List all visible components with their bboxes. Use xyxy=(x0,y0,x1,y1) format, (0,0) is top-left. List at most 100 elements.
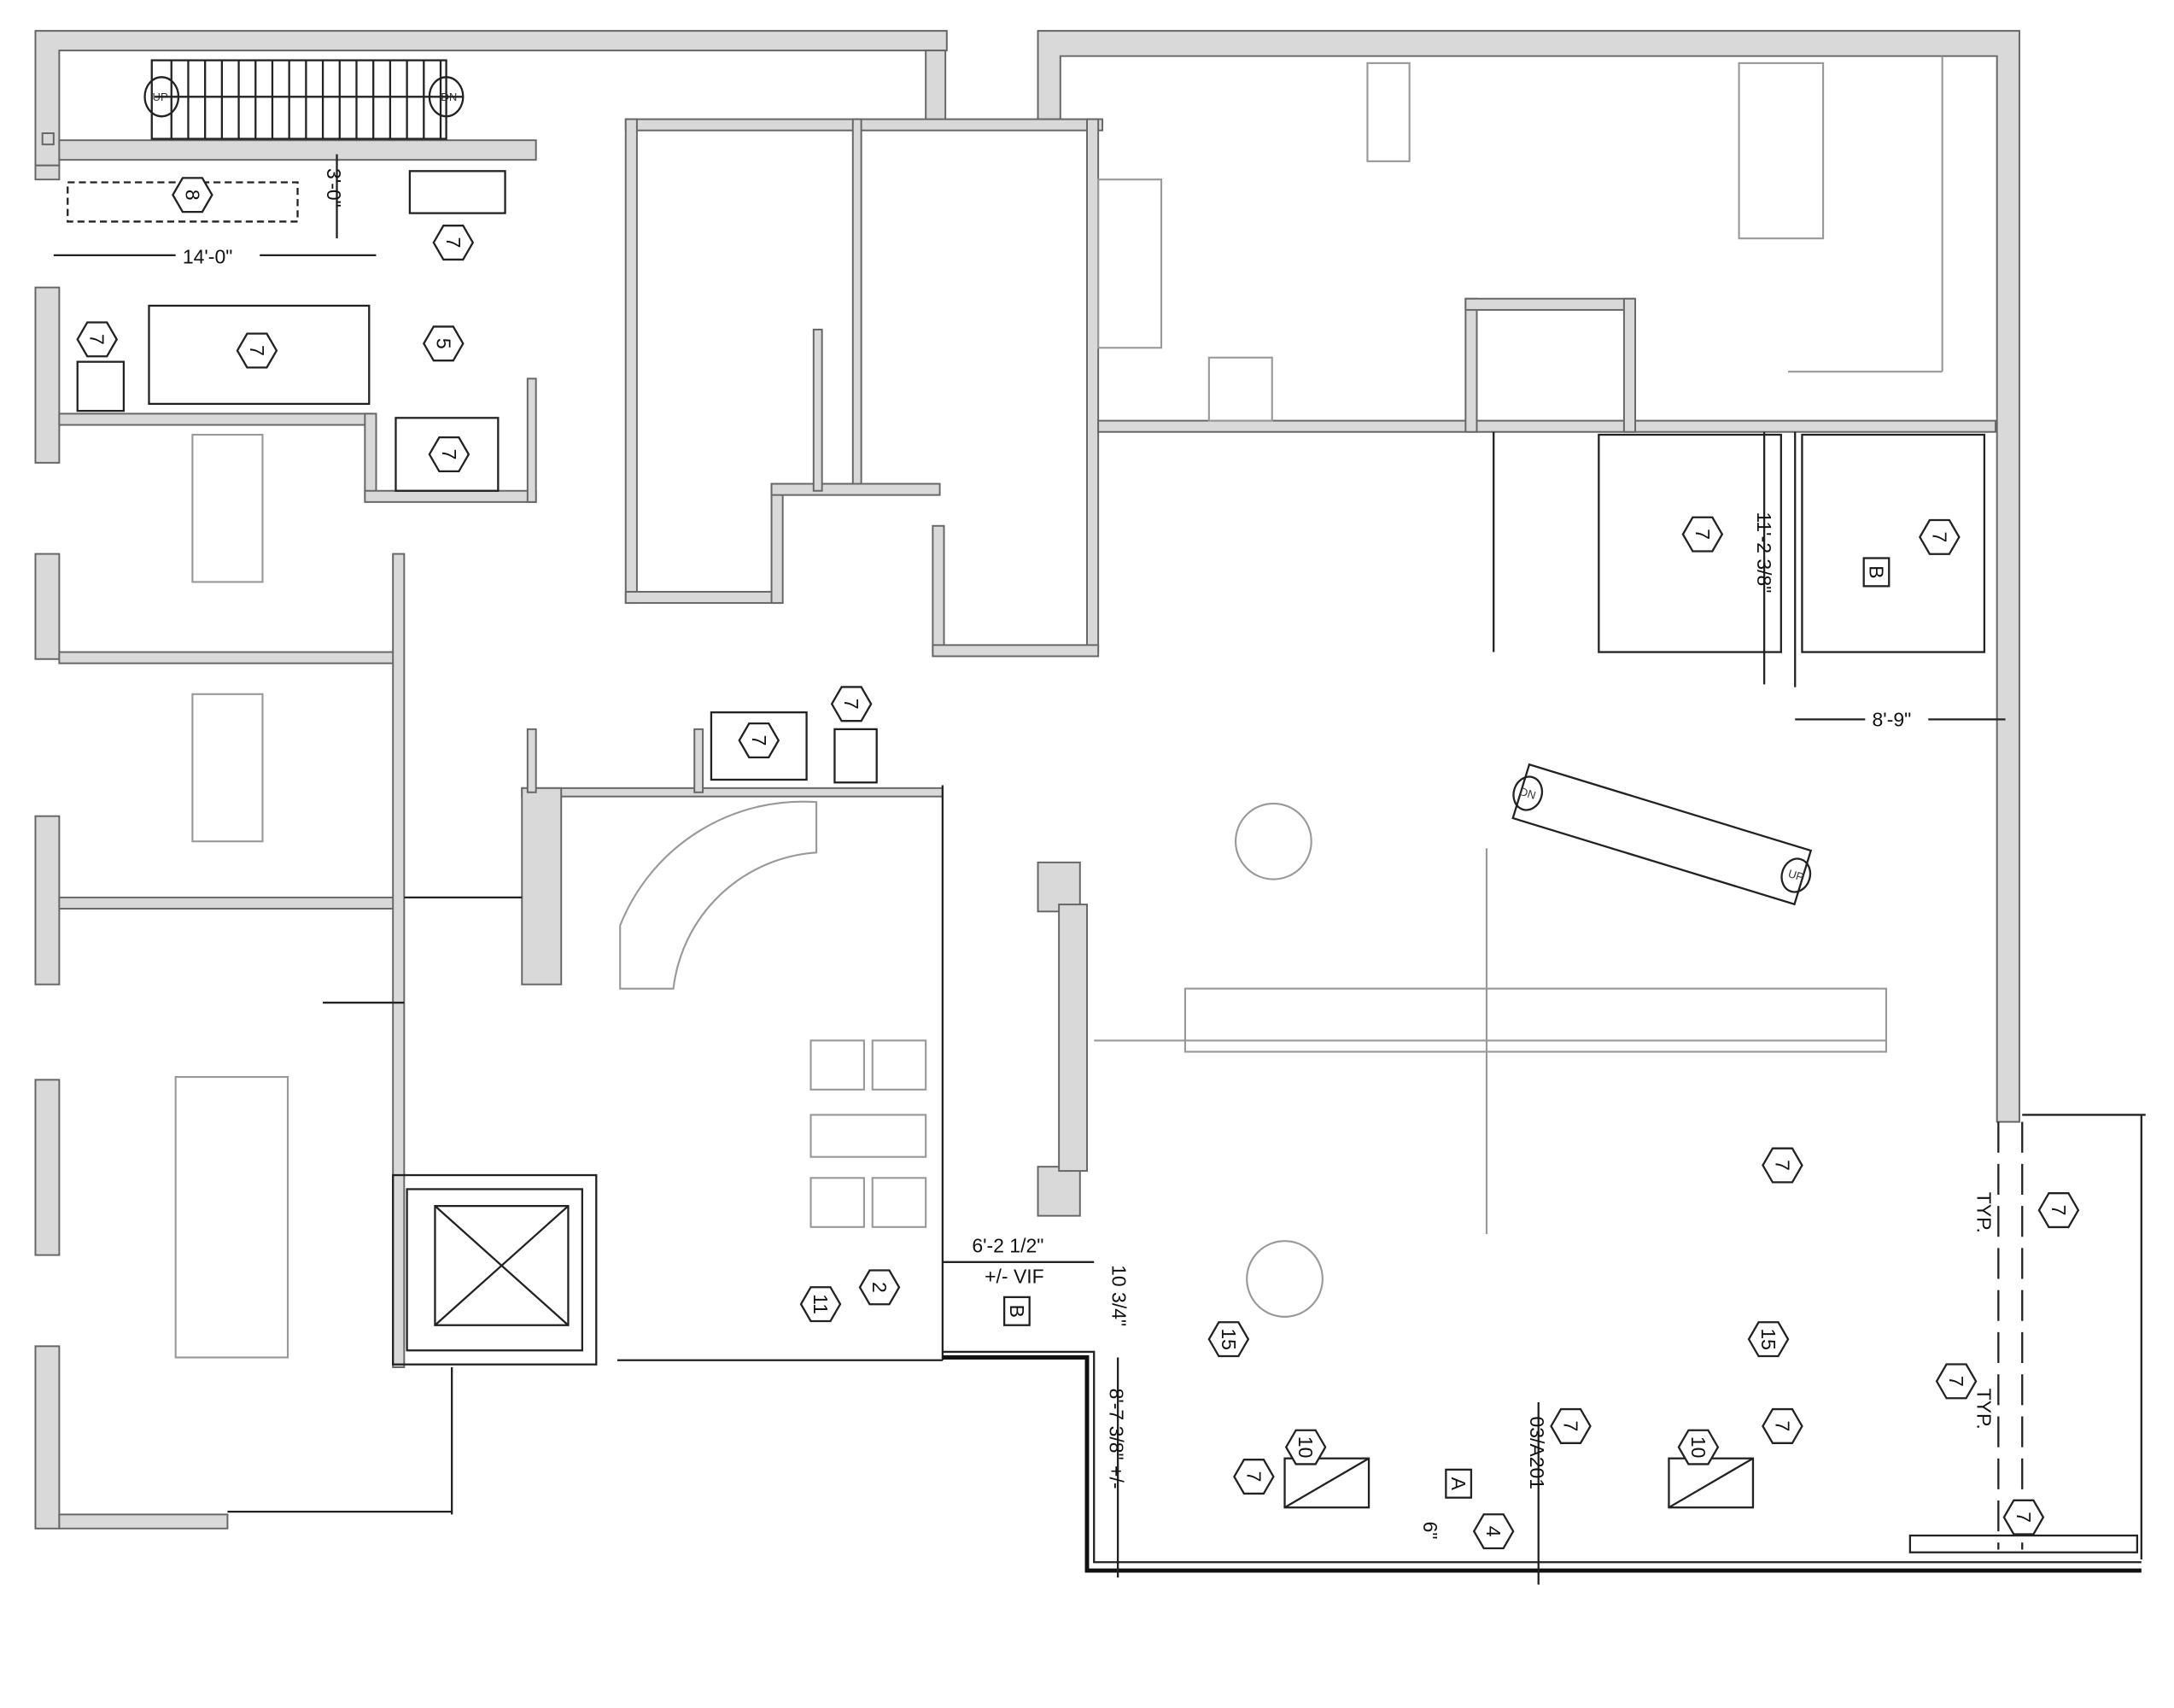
hexagon-icon xyxy=(799,1286,842,1323)
hexagon-icon xyxy=(1207,1321,1250,1358)
keynote-tag: 7 xyxy=(2037,1192,2080,1229)
keynote-tag: 15 xyxy=(1747,1321,1790,1358)
south-curtain-wall xyxy=(942,1121,2142,1573)
keynote-tag-number: 7 xyxy=(2048,1205,2070,1216)
keynote-tag: 7 xyxy=(76,321,119,358)
keynote-tag: 7 xyxy=(1233,1459,1275,1495)
keynote-tag: 7 xyxy=(1550,1407,1592,1444)
keynote-tag-number: 7 xyxy=(86,334,108,345)
hexagon-icon xyxy=(830,686,873,722)
dimensions: 14'-0" 3'-0" 11'-2 3/8" 8'-9" 6'-2 1/2" … xyxy=(53,154,2006,1585)
tag-box xyxy=(1002,1296,1031,1326)
hexagon-icon xyxy=(428,436,470,473)
keynote-tag: 7 xyxy=(1681,516,1724,553)
keynote-tag: 7 xyxy=(432,225,475,261)
stair-central-down-label: DN xyxy=(1518,785,1538,802)
boxed-tag-letter: A xyxy=(1447,1477,1470,1491)
keynote-tag-number: 7 xyxy=(1771,1160,1793,1171)
hexagon-icon xyxy=(422,325,465,362)
keynote-tag: 7 xyxy=(428,436,470,473)
hexagon-icon xyxy=(858,1269,901,1306)
keynote-tag-number: 7 xyxy=(1242,1471,1265,1483)
keynote-tag-number: 7 xyxy=(442,237,465,249)
stair-central-up-label: UP xyxy=(1786,867,1805,884)
hexagon-icon xyxy=(76,321,119,358)
dim-stair-width: 14'-0" xyxy=(183,246,233,268)
keynote-tag-number: 7 xyxy=(438,449,460,460)
hexagon-icon xyxy=(2037,1192,2080,1229)
exterior-walls xyxy=(34,30,2020,1530)
hexagon-icon xyxy=(1935,1363,1978,1400)
hexagon-icon xyxy=(1762,1407,1803,1444)
stair-north: UP DN xyxy=(143,59,465,140)
keynote-tag: 7 xyxy=(2002,1499,2045,1535)
dim-entry-width: 6'-2 1/2" xyxy=(972,1234,1043,1256)
hexagon-icon xyxy=(1284,1429,1327,1465)
keynote-tag: 5 xyxy=(422,325,465,362)
keynote-tag: 7 xyxy=(738,722,780,759)
dim-entry-vif: +/- VIF xyxy=(985,1265,1044,1287)
keynote-tag: 15 xyxy=(1207,1321,1250,1358)
keynote-tag-number: 4 xyxy=(1482,1526,1505,1537)
hexagon-icon xyxy=(432,225,475,261)
typ-note-2: TYP. xyxy=(1973,1389,1996,1430)
dim-office-width: 8'-9" xyxy=(1873,709,1912,731)
boxed-tag-letter: B xyxy=(1006,1305,1028,1318)
keynote-tag-number: 7 xyxy=(840,699,862,710)
keynote-tag: 4 xyxy=(1472,1513,1515,1550)
keynote-tag-number: 7 xyxy=(1692,529,1714,540)
hexagon-icon xyxy=(172,177,213,214)
boxed-tag: B xyxy=(1002,1296,1031,1326)
keynote-tag: 11 xyxy=(799,1286,842,1323)
hexagon-icon xyxy=(1472,1513,1515,1550)
keynote-tag: 10 xyxy=(1677,1429,1720,1465)
hexagon-icon xyxy=(1747,1321,1790,1358)
linework xyxy=(227,56,2146,1559)
keynote-tag: 10 xyxy=(1284,1429,1327,1465)
tag-box xyxy=(1445,1468,1473,1499)
boxed-tag-letter: B xyxy=(1865,565,1887,578)
keynote-tag-number: 5 xyxy=(432,338,454,349)
keynote-tag-number: 8 xyxy=(181,190,203,201)
keynote-tag-number: 10 xyxy=(1294,1436,1317,1459)
dim-wall-length: 8'-7 3/8" +/- xyxy=(1105,1389,1127,1489)
hexagon-icon xyxy=(1681,516,1724,553)
keynote-tag: 7 xyxy=(1935,1363,1978,1400)
keynote-tag-number: 7 xyxy=(1560,1421,1582,1432)
keynote-tag: 8 xyxy=(172,177,213,214)
hexagon-icon xyxy=(738,722,780,759)
keynote-tag-number: 15 xyxy=(1757,1328,1780,1350)
boxed-tags: B B A xyxy=(1002,557,1891,1499)
tag-box xyxy=(1862,557,1891,588)
keynote-tag: 7 xyxy=(830,686,873,722)
elevator xyxy=(392,1173,598,1366)
keynote-tag-number: 7 xyxy=(1928,532,1950,543)
keynote-tag-number: 2 xyxy=(868,1282,891,1293)
dim-stair-depth: 3'-0" xyxy=(323,168,345,208)
hexagon-icon xyxy=(1919,518,1961,555)
hexagon-icon xyxy=(236,332,278,369)
furniture xyxy=(67,61,2139,1553)
keynote-tag-number: 7 xyxy=(748,735,770,746)
hexagon-icon xyxy=(1677,1429,1720,1465)
hexagon-icon xyxy=(1233,1459,1275,1495)
keynote-tag: 7 xyxy=(1762,1147,1803,1184)
keynote-tag-number: 10 xyxy=(1687,1436,1709,1459)
keynote-tags: 8 7 7 7 5 7 7 7 7 7 11 2 15 15 10 10 7 7 7 7 7 7 7 4 xyxy=(76,177,2080,1550)
dim-office-depth: 11'-2 3/8" xyxy=(1753,512,1775,593)
section-reference: 03/A201 xyxy=(1526,1416,1548,1489)
keynote-tag-number: 7 xyxy=(1771,1421,1793,1432)
hexagon-icon xyxy=(1550,1407,1592,1444)
keynote-tag: 7 xyxy=(1762,1407,1803,1444)
stair-central: DN UP xyxy=(1511,763,1813,906)
keynote-tag-number: 15 xyxy=(1218,1328,1240,1350)
hexagon-icon xyxy=(2002,1499,2045,1535)
keynote-tag-number: 7 xyxy=(1945,1376,1967,1387)
keynote-tag-number: 7 xyxy=(2013,1512,2035,1523)
dim-wall-offset: 10 3/4" xyxy=(1108,1265,1131,1326)
keynote-tag-number: 11 xyxy=(809,1294,832,1314)
hexagon-icon xyxy=(1762,1147,1803,1184)
keynote-tag-number: 7 xyxy=(246,345,268,356)
keynote-tag: 2 xyxy=(858,1269,901,1306)
